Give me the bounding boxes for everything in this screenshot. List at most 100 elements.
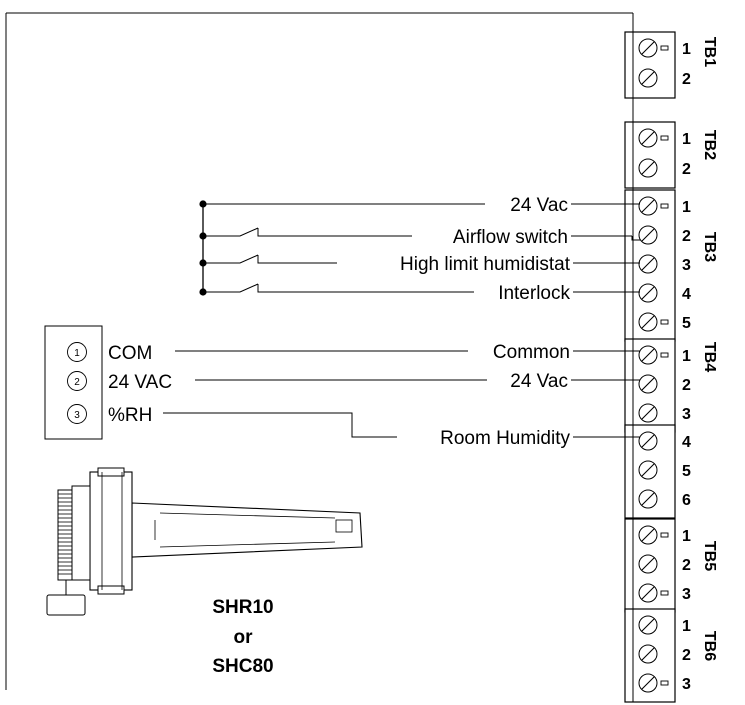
terminal-tab (660, 319, 669, 325)
terminal-tab (660, 590, 669, 596)
wire-interlock-left (257, 284, 474, 293)
screw-slot (641, 348, 655, 362)
label-24vac-tb4: 24 Vac (510, 371, 568, 392)
sensor-pin-circle (67, 342, 87, 362)
sensor-label-24vac: 24 VAC (108, 372, 172, 393)
sensor-model-or: or (234, 627, 254, 648)
sensor-pin-2-number: 2 (74, 377, 80, 388)
screw-slot (641, 618, 655, 632)
wire-room-humidity-left (163, 412, 397, 438)
sensor-pin-1-number: 1 (74, 348, 80, 359)
label-airflow-switch: Airflow switch (453, 227, 568, 248)
terminal-block-tb5: 1 2 3 (624, 518, 691, 613)
tb4-wiring: Common 24 Vac Room Humidity (163, 342, 640, 449)
terminal-block-tb1: 12 (624, 31, 691, 99)
terminal-number-tb4b-4: 4 (682, 434, 691, 451)
sensor-box-outline (44, 325, 103, 440)
terminal-number-tb5-2: 2 (682, 557, 691, 574)
terminal-block-tb4b: 4 5 6 (624, 424, 691, 519)
terminal-number-tb6-3: 3 (682, 676, 691, 693)
terminal-block-tb3: 1 2 3 4 5 (624, 189, 691, 342)
knurled-cap (57, 489, 73, 581)
probe-edge-line (159, 512, 336, 519)
screw-slot (641, 434, 655, 448)
wire-airflow-tail (631, 236, 640, 241)
terminal-number-tb1-2: 2 (682, 71, 691, 88)
label-room-humidity: Room Humidity (440, 428, 570, 449)
terminal-number-tb1-1: 1 (682, 41, 691, 58)
screw-slot (641, 315, 655, 329)
screw-slot (641, 228, 655, 242)
probe-edge-line (159, 541, 336, 548)
terminal-block-tb2: 12 (624, 121, 691, 189)
screw-slot (641, 676, 655, 690)
knurl-ribs (58, 493, 72, 575)
screw-slot (641, 528, 655, 542)
sensor-pin-circle (67, 404, 87, 424)
sensor-model-shr10: SHR10 (212, 597, 273, 618)
housing-neck (71, 485, 91, 581)
wire-highlimit-left (257, 255, 337, 264)
screw-slot (641, 257, 655, 271)
humidity-sensor-drawing (46, 467, 363, 616)
sensor-model-shc80: SHC80 (212, 656, 273, 677)
screw-slot (641, 199, 655, 213)
terminal-number-tb5-3: 3 (682, 586, 691, 603)
terminal-number-tb4-1: 1 (682, 348, 691, 365)
tb3-wiring: 24 Vac Airflow switch High limit humidis… (199, 195, 640, 304)
screw-slot (641, 463, 655, 477)
terminal-tab (660, 45, 669, 51)
sensor-base-clip (46, 594, 86, 616)
terminal-number-tb3-5: 5 (682, 315, 691, 332)
terminal-tab (660, 135, 669, 141)
sensor-pin-3-number: 3 (74, 410, 80, 421)
terminal-number-tb4-2: 2 (682, 377, 691, 394)
terminal-block-tb6: 1 2 3 (624, 608, 691, 703)
wire-airflow-left (257, 228, 412, 237)
terminal-tab (660, 352, 669, 358)
highlimit-switch-symbol (203, 254, 259, 264)
tb2-label: TB2 (701, 130, 718, 160)
tb3-label: TB3 (701, 232, 718, 262)
terminal-number-tb4b-6: 6 (682, 492, 691, 509)
screw-slot (641, 557, 655, 571)
screw-slot (641, 647, 655, 661)
terminal-number-tb3-4: 4 (682, 286, 691, 303)
screw-slot (641, 406, 655, 420)
label-interlock: Interlock (498, 283, 570, 304)
terminal-number-tb3-2: 2 (682, 228, 691, 245)
tb4-label: TB4 (701, 342, 718, 372)
terminal-number-tb2-2: 2 (682, 161, 691, 178)
screw-slot (641, 377, 655, 391)
terminal-number-tb2-1: 1 (682, 131, 691, 148)
screw-slot (641, 131, 655, 145)
terminal-tab (660, 680, 669, 686)
sensor-terminal-box: 1 2 3 COM 24 VAC %RH (44, 325, 172, 440)
airflow-switch-symbol (203, 227, 259, 237)
terminal-number-tb3-1: 1 (682, 199, 691, 216)
screw-slot (641, 286, 655, 300)
terminal-number-tb3-3: 3 (682, 257, 691, 274)
screw-slot (641, 492, 655, 506)
interlock-switch-symbol (203, 283, 259, 293)
probe-slot (335, 519, 353, 533)
tb5-label: TB5 (701, 541, 718, 571)
terminal-tab (660, 203, 669, 209)
screw-slot (641, 161, 655, 175)
tb6-label: TB6 (701, 631, 718, 661)
terminal-number-tb4-3: 3 (682, 406, 691, 423)
tb1-label: TB1 (701, 37, 718, 67)
terminal-number-tb6-1: 1 (682, 618, 691, 635)
sensor-label-com: COM (108, 343, 152, 364)
sensor-pin-circle (67, 371, 87, 391)
screw-slot (641, 41, 655, 55)
terminal-number-tb6-2: 2 (682, 647, 691, 664)
housing-top-tab (97, 467, 125, 477)
sensor-probe-body (131, 502, 363, 558)
terminal-number-tb5-1: 1 (682, 528, 691, 545)
sensor-housing (89, 471, 133, 591)
screw-slot (641, 71, 655, 85)
terminal-number-tb4b-5: 5 (682, 463, 691, 480)
